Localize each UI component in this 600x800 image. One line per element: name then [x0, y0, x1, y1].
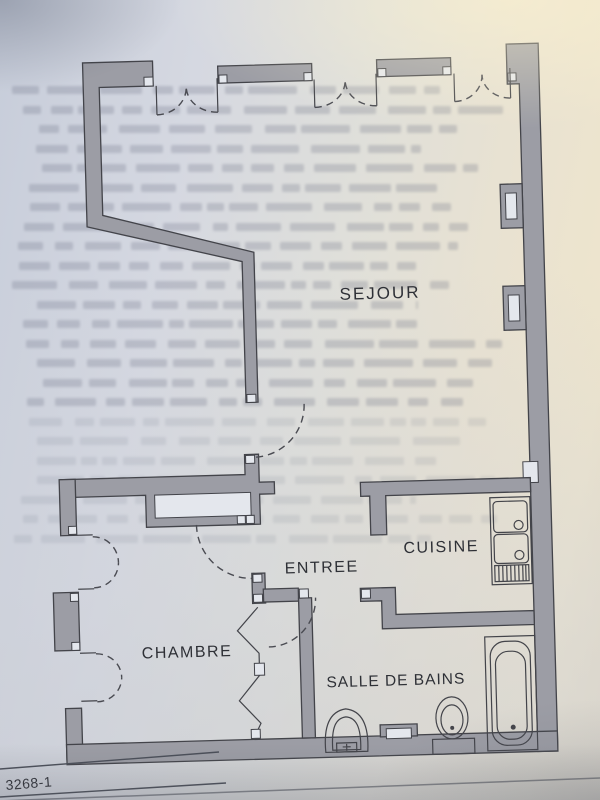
- door-jamb: [298, 588, 310, 599]
- page-edge-line: [4, 777, 600, 800]
- windows: [76, 67, 512, 703]
- walls: [52, 42, 559, 766]
- window-casement-arc: [314, 80, 346, 109]
- window-casement-arc: [454, 74, 483, 103]
- closet-interior: [154, 491, 252, 519]
- window-casement-arc: [481, 74, 511, 99]
- window-casement-arc: [185, 87, 218, 113]
- door-jamb: [252, 593, 264, 603]
- window-reveal-lines: [76, 534, 98, 702]
- kitchen-sink: [489, 496, 533, 586]
- window-jamb: [69, 592, 80, 602]
- door-jamb: [246, 393, 257, 403]
- bathroom-step-recess: [385, 727, 412, 740]
- room-label-chambre: CHAMBRE: [142, 643, 233, 663]
- door-swing-chambre: [195, 524, 253, 580]
- room-label-cuisine: CUISINE: [403, 538, 479, 557]
- window-casement-arc: [156, 87, 187, 116]
- window-casement-arc: [344, 80, 377, 107]
- room-label-salle-de-bains: SALLE DE BAINS: [326, 670, 465, 691]
- window-casement-arc: [94, 562, 120, 589]
- window-pier: [375, 56, 452, 78]
- window-jamb: [67, 525, 78, 536]
- wall-sejour-cuisine: [359, 476, 532, 536]
- window-reveal-lines: [155, 67, 512, 115]
- wall-bathroom-top: [359, 586, 536, 630]
- drain: [510, 724, 516, 730]
- window-jamb: [71, 641, 81, 651]
- window-jamb: [377, 67, 387, 78]
- flue-duct-recess: [504, 192, 518, 220]
- wall-upper-left: [81, 60, 259, 404]
- window-jamb: [143, 76, 154, 87]
- door-swing-sejour: [253, 403, 305, 459]
- door-jamb: [252, 573, 263, 583]
- door-jamb: [360, 588, 372, 599]
- door-jamb: [245, 514, 255, 525]
- window-jamb: [442, 66, 452, 76]
- room-label-entree: ENTREE: [285, 558, 359, 577]
- door-jamb: [236, 515, 246, 525]
- window-jamb: [303, 72, 313, 82]
- plan-reference: 3268-1: [5, 773, 53, 793]
- window-casement-arc: [95, 653, 123, 678]
- window-casement-arc: [92, 536, 120, 563]
- window-pier: [216, 62, 313, 84]
- window-jamb: [218, 74, 228, 84]
- door-jamb: [245, 454, 256, 465]
- room-label-sejour: SEJOUR: [339, 283, 420, 304]
- window-jamb: [507, 72, 517, 82]
- partition-stop: [253, 662, 266, 676]
- partition-stop: [250, 728, 261, 740]
- drain: [450, 725, 455, 730]
- window-casement-arc: [97, 677, 123, 703]
- wall-right: [505, 42, 559, 753]
- wall-bathroom-left: [297, 597, 317, 739]
- wall-connector: [262, 587, 300, 603]
- flue-duct-recess: [507, 294, 521, 322]
